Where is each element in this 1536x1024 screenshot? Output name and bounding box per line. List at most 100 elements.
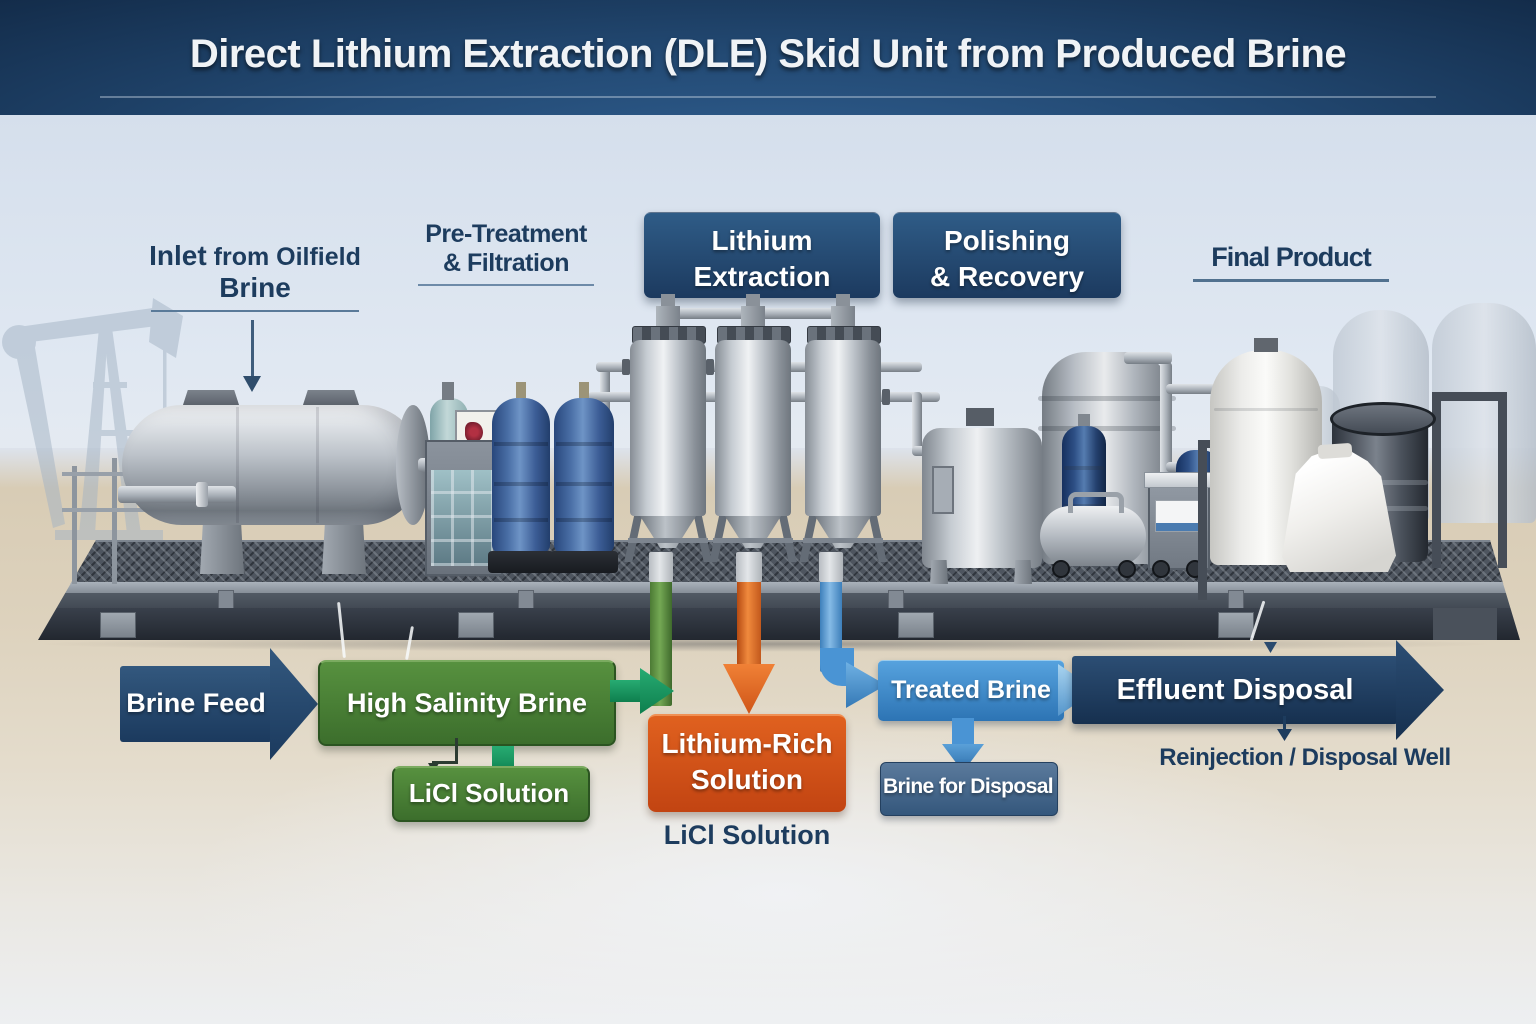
column-neck: [831, 306, 855, 328]
licl-caption: LiCl Solution: [663, 820, 831, 850]
pipe-coupling: [882, 389, 890, 405]
inlet-arrow-line: [251, 320, 254, 378]
column-neck: [741, 306, 765, 328]
title-bar: Direct Lithium Extraction (DLE) Skid Uni…: [0, 0, 1536, 115]
vessel-base: [550, 551, 618, 573]
sight-glass: [932, 466, 954, 514]
vessel-band: [494, 442, 548, 446]
column-body: [630, 340, 706, 516]
panel-graphic: [465, 422, 483, 442]
page-title: Direct Lithium Extraction (DLE) Skid Uni…: [189, 32, 1347, 76]
lithium-rich-line1: Lithium-Rich: [661, 728, 833, 759]
column-brace: [713, 538, 793, 543]
lithium-rich-label: Lithium-Rich Solution: [648, 726, 846, 799]
title-underline: [100, 96, 1436, 98]
vessel-band: [1064, 466, 1104, 470]
pump-handle: [1068, 492, 1124, 513]
polishing-line1: Polishing: [944, 225, 1070, 256]
skid-corner-block: [1433, 608, 1497, 640]
licl-green-label: LiCl Solution: [408, 778, 570, 808]
label-inlet: Inlet from Oilfield Brine: [130, 240, 380, 313]
final-product-text: Final Product: [1211, 242, 1372, 272]
product-tank: [1210, 338, 1322, 565]
filter-vessel-2: [550, 382, 618, 573]
column-body: [715, 340, 791, 516]
treated-brine-label: Treated Brine: [891, 676, 1051, 704]
transfer-pump: [1040, 492, 1146, 578]
pretreatment-underline: [418, 283, 594, 286]
guide-arrow-head: [1264, 642, 1277, 653]
column-brace: [803, 538, 883, 543]
drum-lid: [1330, 402, 1436, 436]
polishing-line2: & Recovery: [929, 261, 1085, 293]
pipe-coupling: [706, 359, 714, 375]
outlet-stub: [819, 552, 843, 582]
recovery-top-elbow: [1124, 352, 1172, 364]
effluent-arrow-body: [1072, 656, 1398, 724]
right-frame-post: [1432, 392, 1441, 568]
lithium-rich-box: [648, 714, 846, 812]
treated-brine-box: [878, 660, 1064, 721]
green-outlet-band: [650, 556, 672, 706]
cart-panel-card: [1155, 500, 1201, 532]
column-valve: [836, 294, 850, 307]
brine-feed-arrow: [120, 666, 272, 742]
hook-line-horizontal: [432, 761, 458, 764]
lithium-extraction-line2: Extraction: [693, 261, 831, 293]
tank-leg: [1014, 560, 1032, 584]
skid-mount-plate: [1218, 612, 1254, 638]
vessel-base: [488, 551, 554, 573]
column-valve: [746, 294, 760, 307]
pipe-coupling: [622, 359, 630, 375]
final-product-underline: [1193, 279, 1389, 283]
nozzle-flange: [196, 482, 208, 507]
inlet-rest: from Oilfield: [206, 243, 361, 271]
green-connector: [610, 680, 642, 702]
right-frame-post: [1498, 392, 1507, 568]
skid-beam: [38, 593, 1520, 608]
dle-column-1: [624, 294, 712, 570]
product-tank-fitting: [1254, 338, 1278, 352]
blue-outlet-band: [820, 556, 842, 672]
background-tank-right: [1432, 303, 1536, 523]
tank-manway: [182, 390, 240, 408]
bag-tie: [1317, 442, 1353, 460]
polishing-tank: [922, 408, 1042, 584]
label-final-product: Final Product: [1186, 242, 1396, 283]
inlet-word: Inlet: [149, 240, 207, 271]
right-frame-rail: [1432, 392, 1507, 401]
tank-manway: [302, 390, 360, 408]
pump-wheel: [1118, 560, 1136, 578]
handrail-post: [112, 458, 117, 584]
vessel-cap: [1078, 414, 1090, 426]
tank-leg: [930, 560, 948, 584]
column-cone: [725, 516, 781, 548]
pretreatment-line2: & Filtration: [443, 248, 569, 277]
skid-mount-plate: [458, 612, 494, 638]
label-inlet-line1: Inlet from Oilfield: [130, 240, 380, 272]
handrail-post: [72, 466, 77, 584]
inlet-underline: [151, 310, 359, 313]
brine-feed-label: Brine Feed: [126, 688, 266, 718]
label-inlet-line2: Brine: [219, 272, 291, 304]
dle-column-3: [799, 294, 887, 570]
tank-weld-seam: [316, 407, 319, 523]
skid-edge-rail: [38, 582, 1520, 593]
licl-green-box: [392, 766, 590, 822]
dosing-vessel-cap: [442, 382, 454, 400]
vessel-band: [556, 442, 612, 446]
lithium-rich-line2: Solution: [691, 764, 803, 796]
hook-line-vertical: [455, 738, 458, 764]
tank-weld-ring: [1214, 408, 1318, 411]
blue-down-arrow-shaft: [952, 718, 974, 746]
feed-tank: [122, 405, 422, 525]
column-body: [805, 340, 881, 516]
vessel-valve: [516, 382, 526, 398]
skid-base: [38, 608, 1520, 640]
high-salinity-label: High Salinity Brine: [346, 688, 588, 718]
vessel-band: [556, 518, 612, 522]
dosing-stand-frame: [431, 470, 493, 566]
label-pretreatment: Pre-Treatment & Filtration: [408, 220, 604, 286]
column-neck: [656, 306, 680, 328]
